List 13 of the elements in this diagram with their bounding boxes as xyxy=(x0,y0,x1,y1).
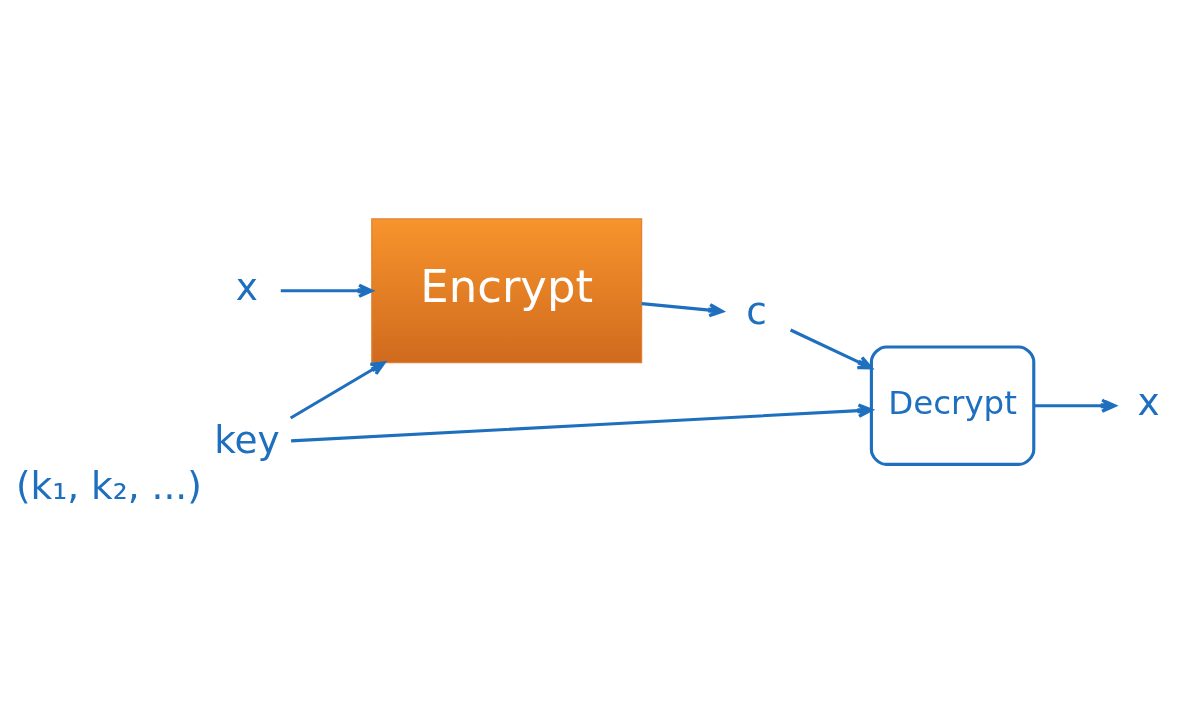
node-text: x xyxy=(235,264,258,309)
node-label: (k₁, k₂, ...) xyxy=(15,463,202,508)
node-box: Encrypt xyxy=(371,217,643,363)
arrow xyxy=(291,402,873,442)
node-text: c xyxy=(746,288,767,333)
arrow xyxy=(789,328,873,369)
arrow xyxy=(1034,398,1117,413)
arrow xyxy=(280,283,374,298)
arrow xyxy=(641,301,724,317)
node-text: key xyxy=(214,417,280,462)
arrow xyxy=(289,360,386,419)
node-box: Decrypt xyxy=(869,344,1036,466)
node-text: x xyxy=(1137,379,1160,424)
